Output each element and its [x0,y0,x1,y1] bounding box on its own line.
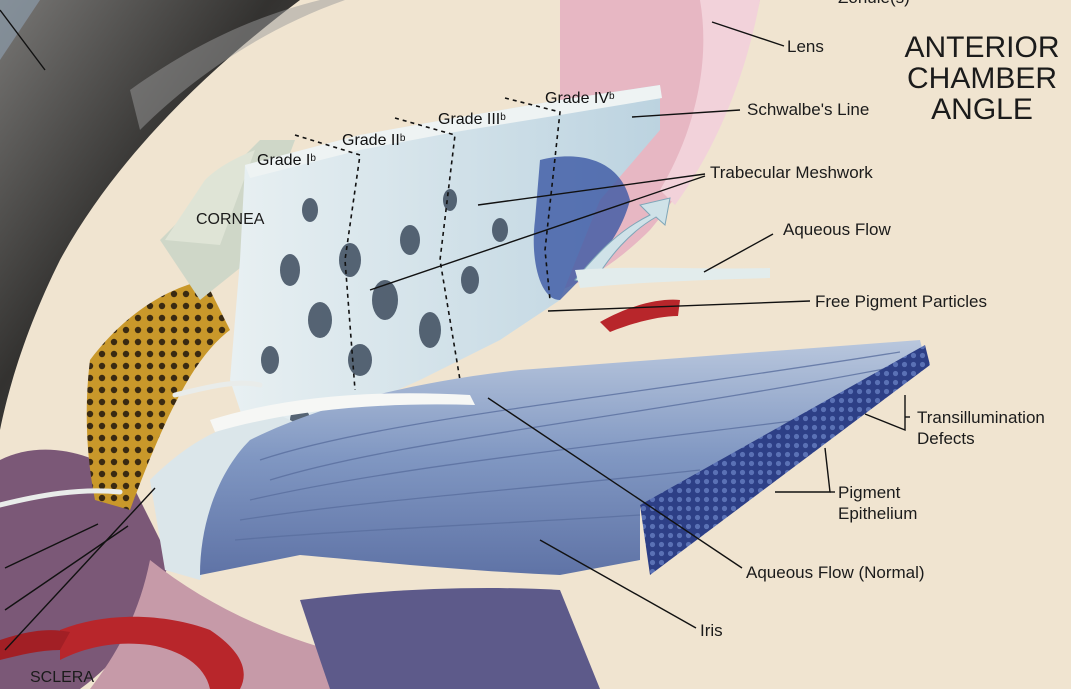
aqueous-flow-normal-label: Aqueous Flow (Normal) [746,563,925,583]
free-pigment-particles-label: Free Pigment Particles [815,292,987,312]
trabecular-meshwork-label: Trabecular Meshwork [710,163,873,183]
title-line-1: ANTERIOR [902,32,1062,63]
grade-2-label: Grade IIb [342,131,405,151]
grade-3-label: Grade IIIb [438,110,506,130]
transillumination-label: Transillumination [917,408,1045,428]
title-line-2: CHAMBER [902,63,1062,94]
aqueous-flow-strand [575,268,770,288]
lens-label: Lens [787,37,824,57]
cornea-label: CORNEA [196,210,264,230]
zonule-label-partial: Zonule(s) [838,0,910,8]
epithelium-label: Epithelium [838,504,917,524]
grade-4-label: Grade IVb [545,89,615,109]
defects-label: Defects [917,429,975,449]
iris-label: Iris [700,621,723,641]
page-title: ANTERIOR CHAMBER ANGLE [902,32,1062,125]
vessel-upper [600,300,680,332]
sclera-label: SCLERA [30,668,94,688]
iris-root-shadow [300,588,600,689]
title-line-3: ANGLE [902,94,1062,125]
schwalbe-line-label: Schwalbe's Line [747,100,869,120]
grade-1-label: Grade Ib [257,151,316,171]
pigment-label: Pigment [838,483,900,503]
aqueous-flow-label: Aqueous Flow [783,220,891,240]
